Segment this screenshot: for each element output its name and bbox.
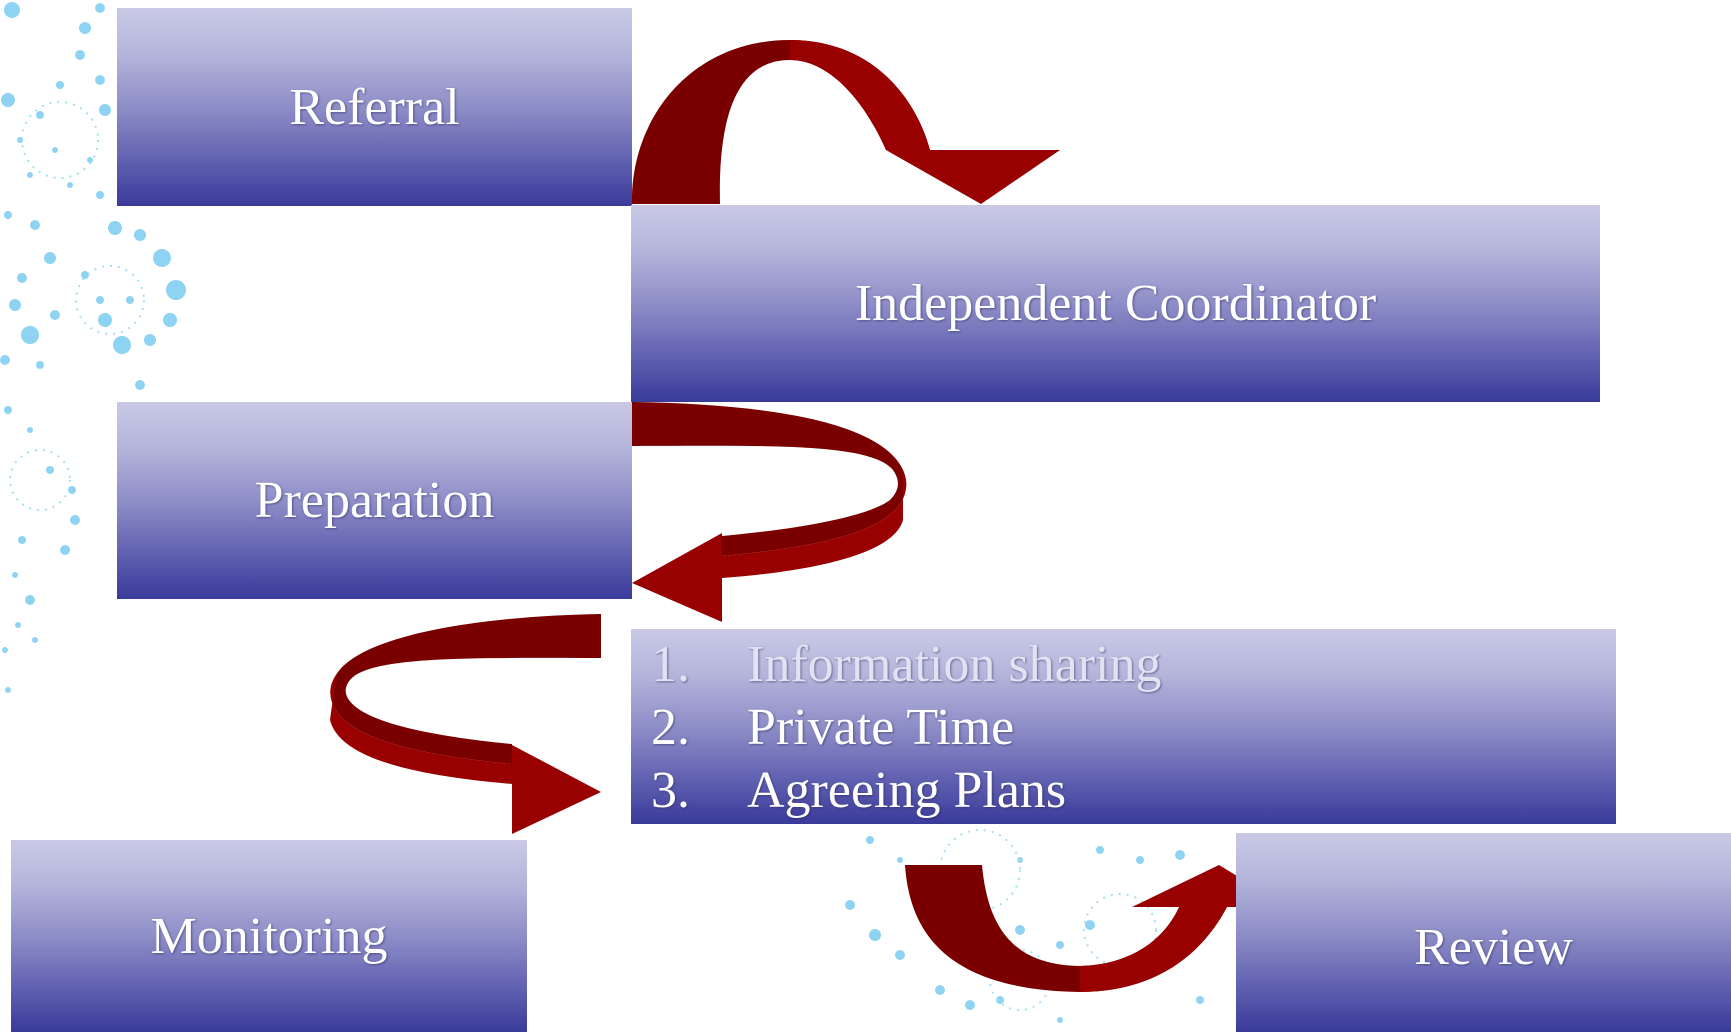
preparation-label: Preparation: [254, 472, 495, 529]
referral-label: Referral: [289, 78, 460, 136]
review-box: Review: [1236, 833, 1731, 1032]
step-number: 3.: [651, 762, 690, 819]
monitoring-box: Monitoring: [11, 840, 527, 1032]
step-label: Agreeing Plans: [747, 762, 1067, 819]
arrow-steps-to-review: [905, 865, 1288, 992]
arrow-referral-to-coordinator: [631, 40, 1060, 204]
step-label: Private Time: [747, 699, 1015, 756]
step-item: 2. Private Time: [631, 698, 1616, 761]
step-number: 1.: [651, 636, 690, 693]
steps-box: 1. Information sharing 2. Private Time 3…: [631, 629, 1616, 824]
arrow-coordinator-to-preparation: [632, 402, 907, 622]
independent-coordinator-label: Independent Coordinator: [854, 275, 1377, 332]
preparation-box: Preparation: [117, 402, 632, 599]
step-label: Information sharing: [747, 636, 1162, 693]
monitoring-label: Monitoring: [150, 907, 388, 965]
step-number: 2.: [651, 699, 690, 756]
step-item: 1. Information sharing: [631, 635, 1616, 698]
referral-box: Referral: [117, 8, 632, 206]
independent-coordinator-box: Independent Coordinator: [631, 205, 1600, 402]
step-item: 3. Agreeing Plans: [631, 761, 1616, 824]
review-label: Review: [1414, 919, 1573, 976]
arrow-preparation-to-steps: [330, 614, 601, 834]
